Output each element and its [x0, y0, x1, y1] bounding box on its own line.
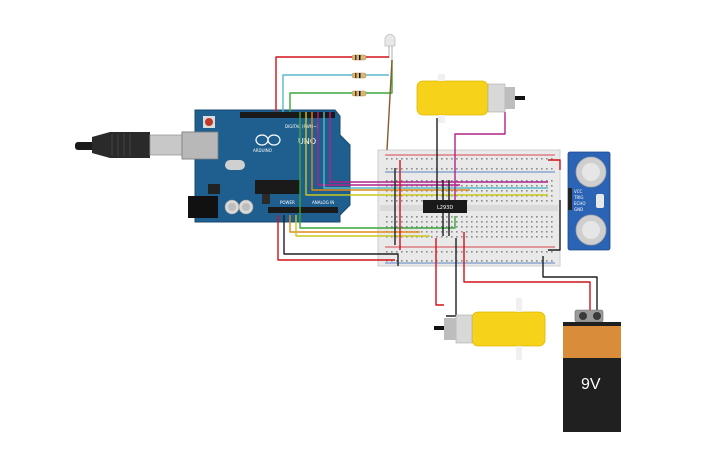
- led-icon: [384, 33, 396, 60]
- wire-magenta-2: [329, 112, 548, 183]
- battery-icon[interactable]: 9V: [563, 309, 621, 432]
- arduino-uno-board[interactable]: ARDUINO UNO DIGITAL (PWM~) POWER ANALOG …: [181, 109, 351, 223]
- arduino-brand-text: ARDUINO: [253, 148, 272, 153]
- wire-black-battery: [542, 256, 598, 310]
- wire-red-resistor: [275, 56, 352, 112]
- wire-black-gnd: [283, 215, 399, 266]
- wire-red-motor-bottom: [435, 238, 444, 306]
- atmega-chip: [255, 180, 300, 194]
- wire-yellow-2: [295, 215, 430, 237]
- wire-black-sensor: [548, 200, 561, 251]
- l293d-label: L293D: [437, 205, 453, 211]
- power-analog-pin-header[interactable]: [268, 207, 338, 213]
- sensor-pin-gnd: GND: [574, 207, 583, 212]
- sensor-pin-trig: TRIG: [573, 195, 584, 200]
- wire-brown-led: [386, 59, 393, 151]
- wire-red-battery: [463, 232, 591, 310]
- dc-motor-icon[interactable]: [416, 74, 525, 123]
- wire-yellow-1: [305, 112, 548, 196]
- battery-label: 9V: [581, 376, 601, 393]
- wire-magenta-motor-top: [454, 112, 506, 200]
- wire-red-sensor: [548, 159, 561, 170]
- wire-orange-2: [289, 215, 420, 233]
- wire-cyan-1: [323, 112, 548, 189]
- ultrasonic-sensor-icon[interactable]: VCC TRIG ECHO GND: [567, 151, 611, 251]
- wire-cyan-resistor: [282, 74, 352, 112]
- sensor-pin-echo: ECHO: [574, 201, 585, 206]
- breadboard[interactable]: [377, 149, 561, 267]
- l293d-driver-chip: L293D: [423, 200, 467, 213]
- resistor-icon: [351, 54, 367, 97]
- breadboard-holes: [386, 158, 553, 262]
- wire-magenta-1: [317, 112, 460, 186]
- wire-green-resistor-led: [366, 60, 393, 94]
- digital-header-label: DIGITAL (PWM~): [285, 124, 319, 129]
- digital-pin-header[interactable]: [240, 112, 335, 118]
- reset-button[interactable]: [205, 118, 213, 126]
- wires: [275, 56, 598, 317]
- top-motor-body: [416, 80, 489, 116]
- wire-green-1: [299, 112, 456, 229]
- analog-header-label: ANALOG IN: [312, 200, 334, 205]
- dc-motor-icon-bottom[interactable]: [434, 298, 546, 360]
- power-header-label: POWER: [280, 200, 295, 205]
- wire-red-5v: [277, 215, 395, 261]
- arduino-model-text: UNO: [298, 137, 316, 146]
- wire-orange-1: [311, 112, 470, 191]
- sensor-pin-vcc: VCC: [574, 189, 583, 194]
- wire-green-resistor: [289, 92, 352, 112]
